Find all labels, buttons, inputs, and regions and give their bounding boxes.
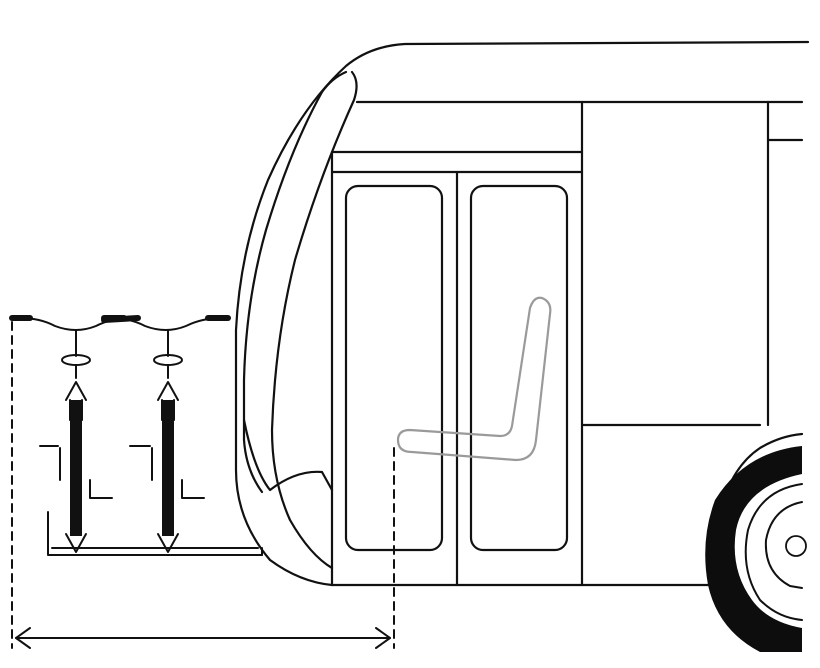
- tire-profile: [70, 400, 82, 536]
- wheel-bottom: [65, 533, 87, 553]
- arrow-icon: [375, 627, 391, 649]
- door-window-right: [469, 184, 569, 552]
- headlamp-outline: [242, 418, 334, 492]
- windshield-inner: [242, 70, 348, 494]
- tire-profile: [162, 400, 174, 536]
- wheel-bottom: [157, 533, 179, 553]
- rack-tray: [47, 511, 263, 556]
- bus-roof: [234, 40, 810, 587]
- arrow-icon: [15, 627, 31, 649]
- bike-rack: [47, 511, 263, 556]
- windshield-frame: [270, 70, 358, 570]
- pedal-left: [129, 445, 153, 481]
- hub: [764, 501, 803, 589]
- seat-icon: [396, 296, 552, 462]
- tire: [705, 446, 802, 652]
- bicycle-icon: [101, 315, 231, 553]
- hub-cap: [785, 535, 807, 557]
- bicycle-icon: [9, 315, 131, 553]
- pedal-right: [181, 479, 205, 499]
- pedal-right: [89, 479, 113, 499]
- handlebar-grip-left: [101, 315, 141, 323]
- pedal-left: [39, 445, 61, 481]
- wheel-icon: [705, 432, 807, 652]
- rim: [744, 483, 803, 621]
- bus-body: [234, 40, 810, 587]
- dimension: [11, 321, 395, 649]
